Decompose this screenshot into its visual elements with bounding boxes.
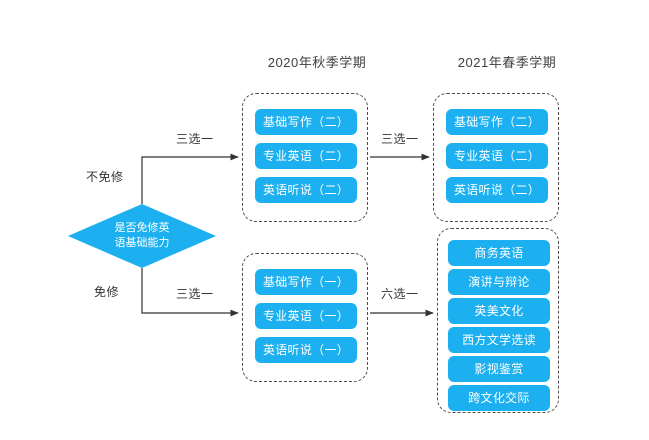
diamond-shape [68,204,216,268]
edge-label-fall-bottom: 三选一 [176,287,214,301]
edge-label-fall-top: 三选一 [176,132,214,146]
course-node[interactable]: 演讲与辩论 [448,269,550,295]
decision-node[interactable]: 是否免修英 语基础能力 [68,204,216,268]
course-node[interactable]: 英语听说（二） [255,177,357,203]
course-node[interactable]: 专业英语（二） [446,143,548,169]
branch-label-exempt: 免修 [94,285,120,299]
course-node[interactable]: 基础写作（二） [446,109,548,135]
edge-label-spring-bottom: 六选一 [381,287,419,301]
course-node[interactable]: 影视鉴赏 [448,356,550,382]
branch-label-not-exempt: 不免修 [86,170,124,184]
course-node[interactable]: 西方文学选读 [448,327,550,353]
course-node[interactable]: 跨文化交际 [448,385,550,411]
course-node[interactable]: 英语听说（二） [446,177,548,203]
course-node[interactable]: 商务英语 [448,240,550,266]
course-node[interactable]: 基础写作（一） [255,269,357,295]
group-spring-elective: 商务英语 演讲与辩论 英美文化 西方文学选读 影视鉴赏 跨文化交际 [437,228,559,413]
group-fall-exempt: 基础写作（一） 专业英语（一） 英语听说（一） [242,253,368,382]
column-title-spring: 2021年春季学期 [457,55,557,70]
course-node[interactable]: 专业英语（二） [255,143,357,169]
course-node[interactable]: 英语听说（一） [255,337,357,363]
course-node[interactable]: 英美文化 [448,298,550,324]
edge-label-spring-top: 三选一 [381,132,419,146]
group-fall-not-exempt: 基础写作（二） 专业英语（二） 英语听说（二） [242,93,368,222]
edge-decision-to-fall-notexempt [141,153,239,204]
course-node[interactable]: 基础写作（二） [255,109,357,135]
course-node[interactable]: 专业英语（一） [255,303,357,329]
edge-decision-to-fall-exempt [141,268,239,317]
column-title-fall: 2020年秋季学期 [267,55,367,70]
group-spring-not-exempt: 基础写作（二） 专业英语（二） 英语听说（二） [433,93,559,222]
